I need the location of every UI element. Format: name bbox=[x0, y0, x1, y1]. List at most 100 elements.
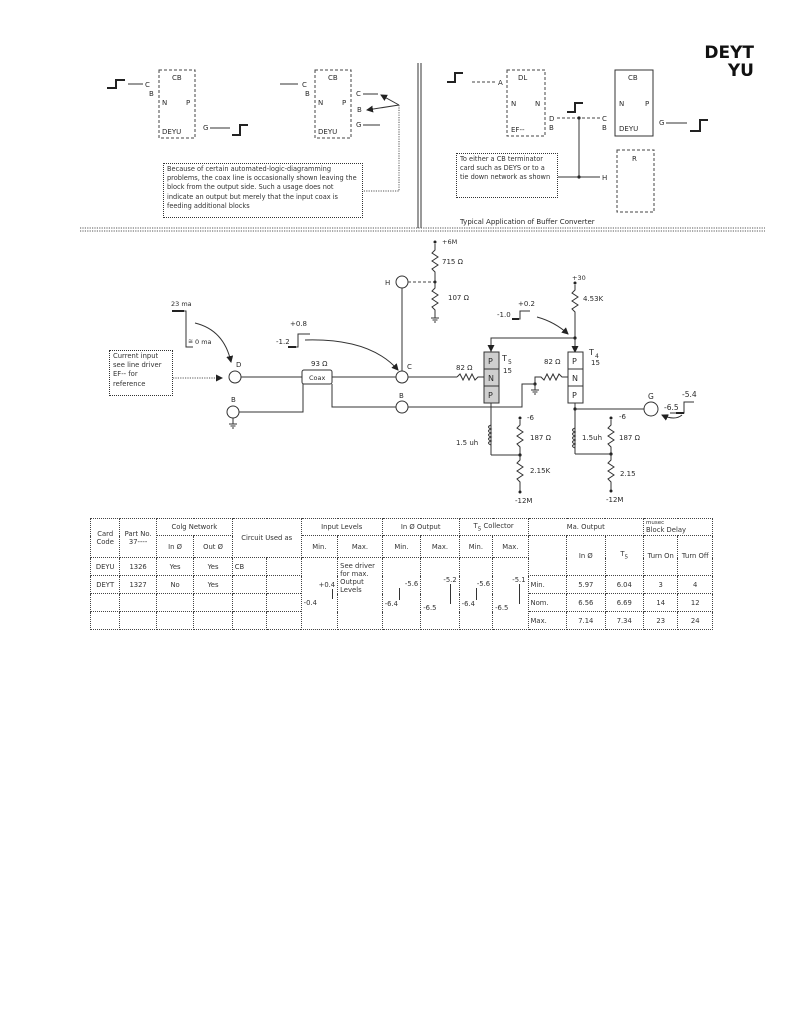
g-output-waveform: -5.4 -6.5 bbox=[661, 390, 697, 421]
tie-down-note: To either a CB terminator card such as D… bbox=[456, 153, 558, 198]
header-t5-min: Min. bbox=[458, 535, 494, 558]
input-step-waveform-icon bbox=[447, 72, 463, 83]
right-r-bot-label: 2.15 bbox=[620, 470, 636, 478]
t4-base-waveform: +0.2 -1.0 bbox=[497, 300, 569, 335]
coax-note: Because of certain automated-logic-diagr… bbox=[163, 163, 363, 218]
layer-n: N bbox=[488, 374, 494, 383]
resistor-215-icon bbox=[607, 454, 615, 491]
out-c-label: C bbox=[356, 90, 361, 98]
pin-c-label: C bbox=[145, 81, 150, 89]
r107-label: 107 Ω bbox=[448, 294, 470, 302]
node-b bbox=[395, 400, 409, 414]
n-right-label: N bbox=[535, 100, 540, 108]
header-ma-blank bbox=[527, 535, 568, 576]
header-colg-in: In Ø bbox=[155, 535, 195, 558]
ma-in-value: 6.56 bbox=[566, 593, 606, 612]
input-step-waveform-icon bbox=[107, 79, 125, 89]
table-row: DEYT 1327 No Yes Min. 5.97 6.04 3 4 bbox=[89, 575, 713, 594]
input-current-waveform: 23 ma ≅ 0 ma bbox=[171, 300, 234, 363]
out-g-label: G bbox=[659, 119, 664, 127]
resistor-453k-icon bbox=[571, 285, 579, 338]
n-label: N bbox=[162, 99, 167, 107]
turn-on-value: 23 bbox=[642, 611, 679, 630]
header-colg-network: Colg Network bbox=[155, 518, 233, 536]
t4-base-resistor-label: 82 Ω bbox=[544, 358, 561, 366]
node-d-label: D bbox=[236, 361, 241, 369]
out-d-label: D bbox=[549, 115, 554, 123]
current-input-note: Current input see line driver EF-- for r… bbox=[109, 350, 173, 396]
card-label: DEYU bbox=[619, 125, 638, 133]
inductor-left-icon bbox=[488, 424, 493, 446]
right-r-top-label: 187 Ω bbox=[619, 434, 641, 442]
c-input-waveform: +0.8 -1.2 bbox=[276, 320, 399, 371]
high-level-label: 23 ma bbox=[171, 300, 192, 308]
card-label: EF-- bbox=[511, 126, 525, 134]
title-line-2: YU bbox=[727, 61, 754, 81]
table-row: DEYU 1326 Yes Yes CB +0.4 -0.4 See drive… bbox=[89, 557, 713, 630]
header-input-max: Max. bbox=[337, 535, 383, 558]
node-h bbox=[395, 275, 409, 289]
out-b-label: B bbox=[549, 124, 554, 132]
approx-label: ≅ bbox=[188, 338, 193, 345]
cell-circuit-2 bbox=[266, 575, 302, 594]
header-ma-in: In Ø bbox=[566, 535, 606, 576]
cell-circuit-2 bbox=[266, 557, 302, 576]
header-turn-off: Turn Off bbox=[677, 535, 713, 576]
high-level-label: +0.2 bbox=[518, 300, 535, 308]
header-output-min: Min. bbox=[381, 535, 422, 558]
resistor-82-icon bbox=[534, 372, 568, 384]
block-name: CB bbox=[328, 74, 338, 82]
node-b-label: B bbox=[399, 392, 404, 400]
turn-off-value: 12 bbox=[677, 593, 713, 612]
layer-p-bottom: P bbox=[488, 391, 493, 400]
coax-label: Coax bbox=[309, 374, 325, 382]
header-card-code: Card Code bbox=[89, 518, 121, 558]
ground-icon bbox=[229, 418, 237, 429]
ma-row-label: Min. bbox=[527, 575, 568, 594]
header-output-max: Max. bbox=[420, 535, 460, 558]
t5-subscript: 5 bbox=[508, 359, 512, 366]
cb-block-2: C B CB N P DEYU C B G bbox=[280, 69, 400, 192]
n-label: N bbox=[619, 100, 624, 108]
cell-input-min: +0.4 -0.4 bbox=[300, 557, 339, 630]
pin-b-label: B bbox=[305, 90, 310, 98]
layer-p-bottom: P bbox=[572, 391, 577, 400]
turn-on-value: 3 bbox=[642, 575, 679, 594]
header-input-min: Min. bbox=[300, 535, 339, 558]
t5-base-resistor-label: 82 Ω bbox=[456, 364, 473, 372]
left-v-top-label: -6 bbox=[527, 414, 535, 422]
table-row: Max. 7.14 7.34 23 24 bbox=[89, 611, 713, 630]
resistor-107-icon bbox=[431, 282, 439, 318]
turn-on-value: 14 bbox=[642, 593, 679, 612]
node-c-label: C bbox=[407, 363, 412, 371]
cell-part: 1326 bbox=[119, 557, 157, 576]
cell-output-min: -5.6 -6.4 bbox=[381, 557, 422, 630]
out-g-label: G bbox=[356, 121, 361, 129]
block-name: CB bbox=[172, 74, 182, 82]
n-left-label: N bbox=[511, 100, 516, 108]
header-in-phi-output: In Ø Output bbox=[381, 518, 460, 536]
ma-in-value: 7.14 bbox=[566, 611, 606, 630]
card-label: DEYU bbox=[162, 128, 181, 136]
output-step-waveform-icon bbox=[232, 124, 248, 136]
section-divider-vertical bbox=[417, 63, 422, 228]
cb-block-1: C B CB N P DEYU G bbox=[107, 69, 248, 139]
left-r-top-label: 187 Ω bbox=[530, 434, 552, 442]
resistor-215k-icon bbox=[516, 455, 524, 492]
r453k-label: 4.53K bbox=[583, 295, 604, 303]
dl-block: A DL N N EF-- D B bbox=[447, 69, 554, 137]
layer-p-top: P bbox=[572, 357, 577, 366]
cell-card: DEYU bbox=[89, 557, 121, 576]
card-label: DEYU bbox=[318, 128, 337, 136]
cell-input-max: See driver for max. Output Levels bbox=[337, 557, 383, 630]
left-inductor-label: 1.5 uh bbox=[456, 439, 478, 447]
figure-caption: Typical Application of Buffer Converter bbox=[459, 218, 595, 226]
turn-off-value: 4 bbox=[677, 575, 713, 594]
node-c bbox=[395, 370, 409, 384]
low-level-label: 0 ma bbox=[195, 338, 212, 346]
ma-t5-value: 7.34 bbox=[604, 611, 645, 630]
supply-30-label: +30 bbox=[572, 274, 586, 282]
ground-icon bbox=[531, 384, 539, 395]
cell-colg-out: Yes bbox=[193, 575, 233, 594]
